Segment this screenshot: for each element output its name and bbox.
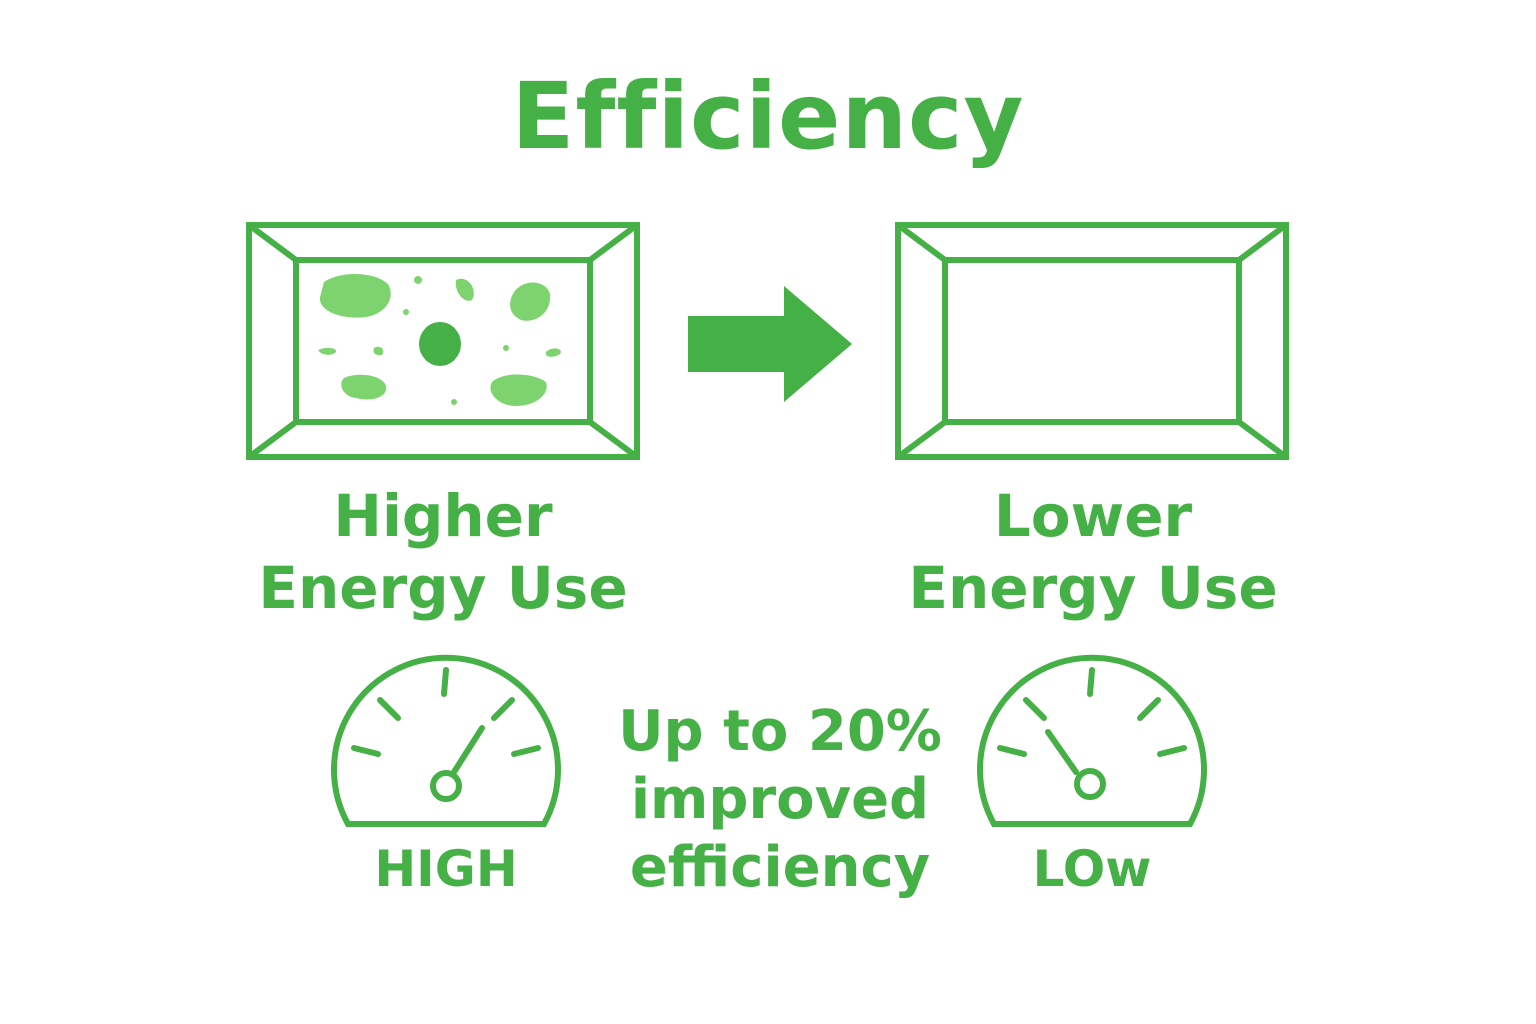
- higher-energy-label: Higher Energy Use: [240, 480, 646, 624]
- gauge-low-label: LOw: [1032, 840, 1152, 898]
- right-arrow-icon: [688, 286, 854, 402]
- higher-energy-line1: Higher: [333, 482, 553, 550]
- gauge-high-label: HIGH: [374, 840, 518, 898]
- lower-energy-line1: Lower: [993, 482, 1193, 550]
- efficiency-callout: Up to 20% improved efficiency: [600, 698, 960, 902]
- dirty-filter-icon: [246, 222, 640, 460]
- gauge-low-icon: [972, 652, 1212, 832]
- gauge-high-icon: [326, 652, 566, 832]
- callout-line1: Up to 20%: [618, 699, 942, 764]
- callout-line2: improved: [630, 767, 930, 832]
- higher-energy-line2: Energy Use: [258, 554, 628, 622]
- lower-energy-label: Lower Energy Use: [890, 480, 1296, 624]
- callout-line3: efficiency: [629, 835, 931, 900]
- lower-energy-line2: Energy Use: [908, 554, 1278, 622]
- clean-filter-icon: [895, 222, 1289, 460]
- page-title: Efficiency: [511, 63, 1025, 170]
